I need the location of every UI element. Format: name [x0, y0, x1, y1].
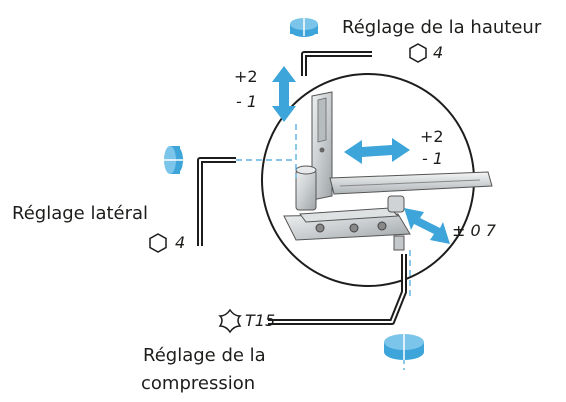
compression-adjust-label-line1: Réglage de la: [143, 345, 266, 366]
vertical-adjust-arrow: [272, 66, 296, 122]
vertical-minus-value: - 1: [236, 92, 258, 111]
compression-torx-key-icon: [268, 254, 407, 325]
compression-range-value: ± 0 7: [452, 221, 496, 240]
height-hex-icon: [409, 43, 427, 63]
lateral-rotation-icon: [160, 146, 184, 174]
compression-adjust-arrow: [404, 208, 450, 244]
compression-adjust-label-line2: compression: [141, 373, 256, 394]
hinge-assembly: [283, 91, 493, 251]
height-adjust-label: Réglage de la hauteur: [342, 17, 542, 38]
lateral-hex-icon: [149, 233, 167, 253]
horizontal-adjust-arrow: [344, 138, 410, 164]
horizontal-minus-value: - 1: [422, 149, 444, 168]
torx-icon: [218, 308, 242, 334]
height-allen-key-icon: [301, 51, 372, 76]
height-rotation-icon: [290, 14, 318, 37]
compression-key-size: T15: [245, 311, 276, 330]
height-key-size: 4: [433, 43, 444, 62]
horizontal-plus-value: +2: [420, 127, 444, 146]
vertical-plus-value: +2: [234, 67, 258, 86]
lateral-allen-key-icon: [197, 157, 236, 246]
compression-rotation-icon: [384, 328, 424, 360]
lateral-key-size: 4: [175, 233, 186, 252]
lateral-adjust-label: Réglage latéral: [12, 203, 149, 224]
